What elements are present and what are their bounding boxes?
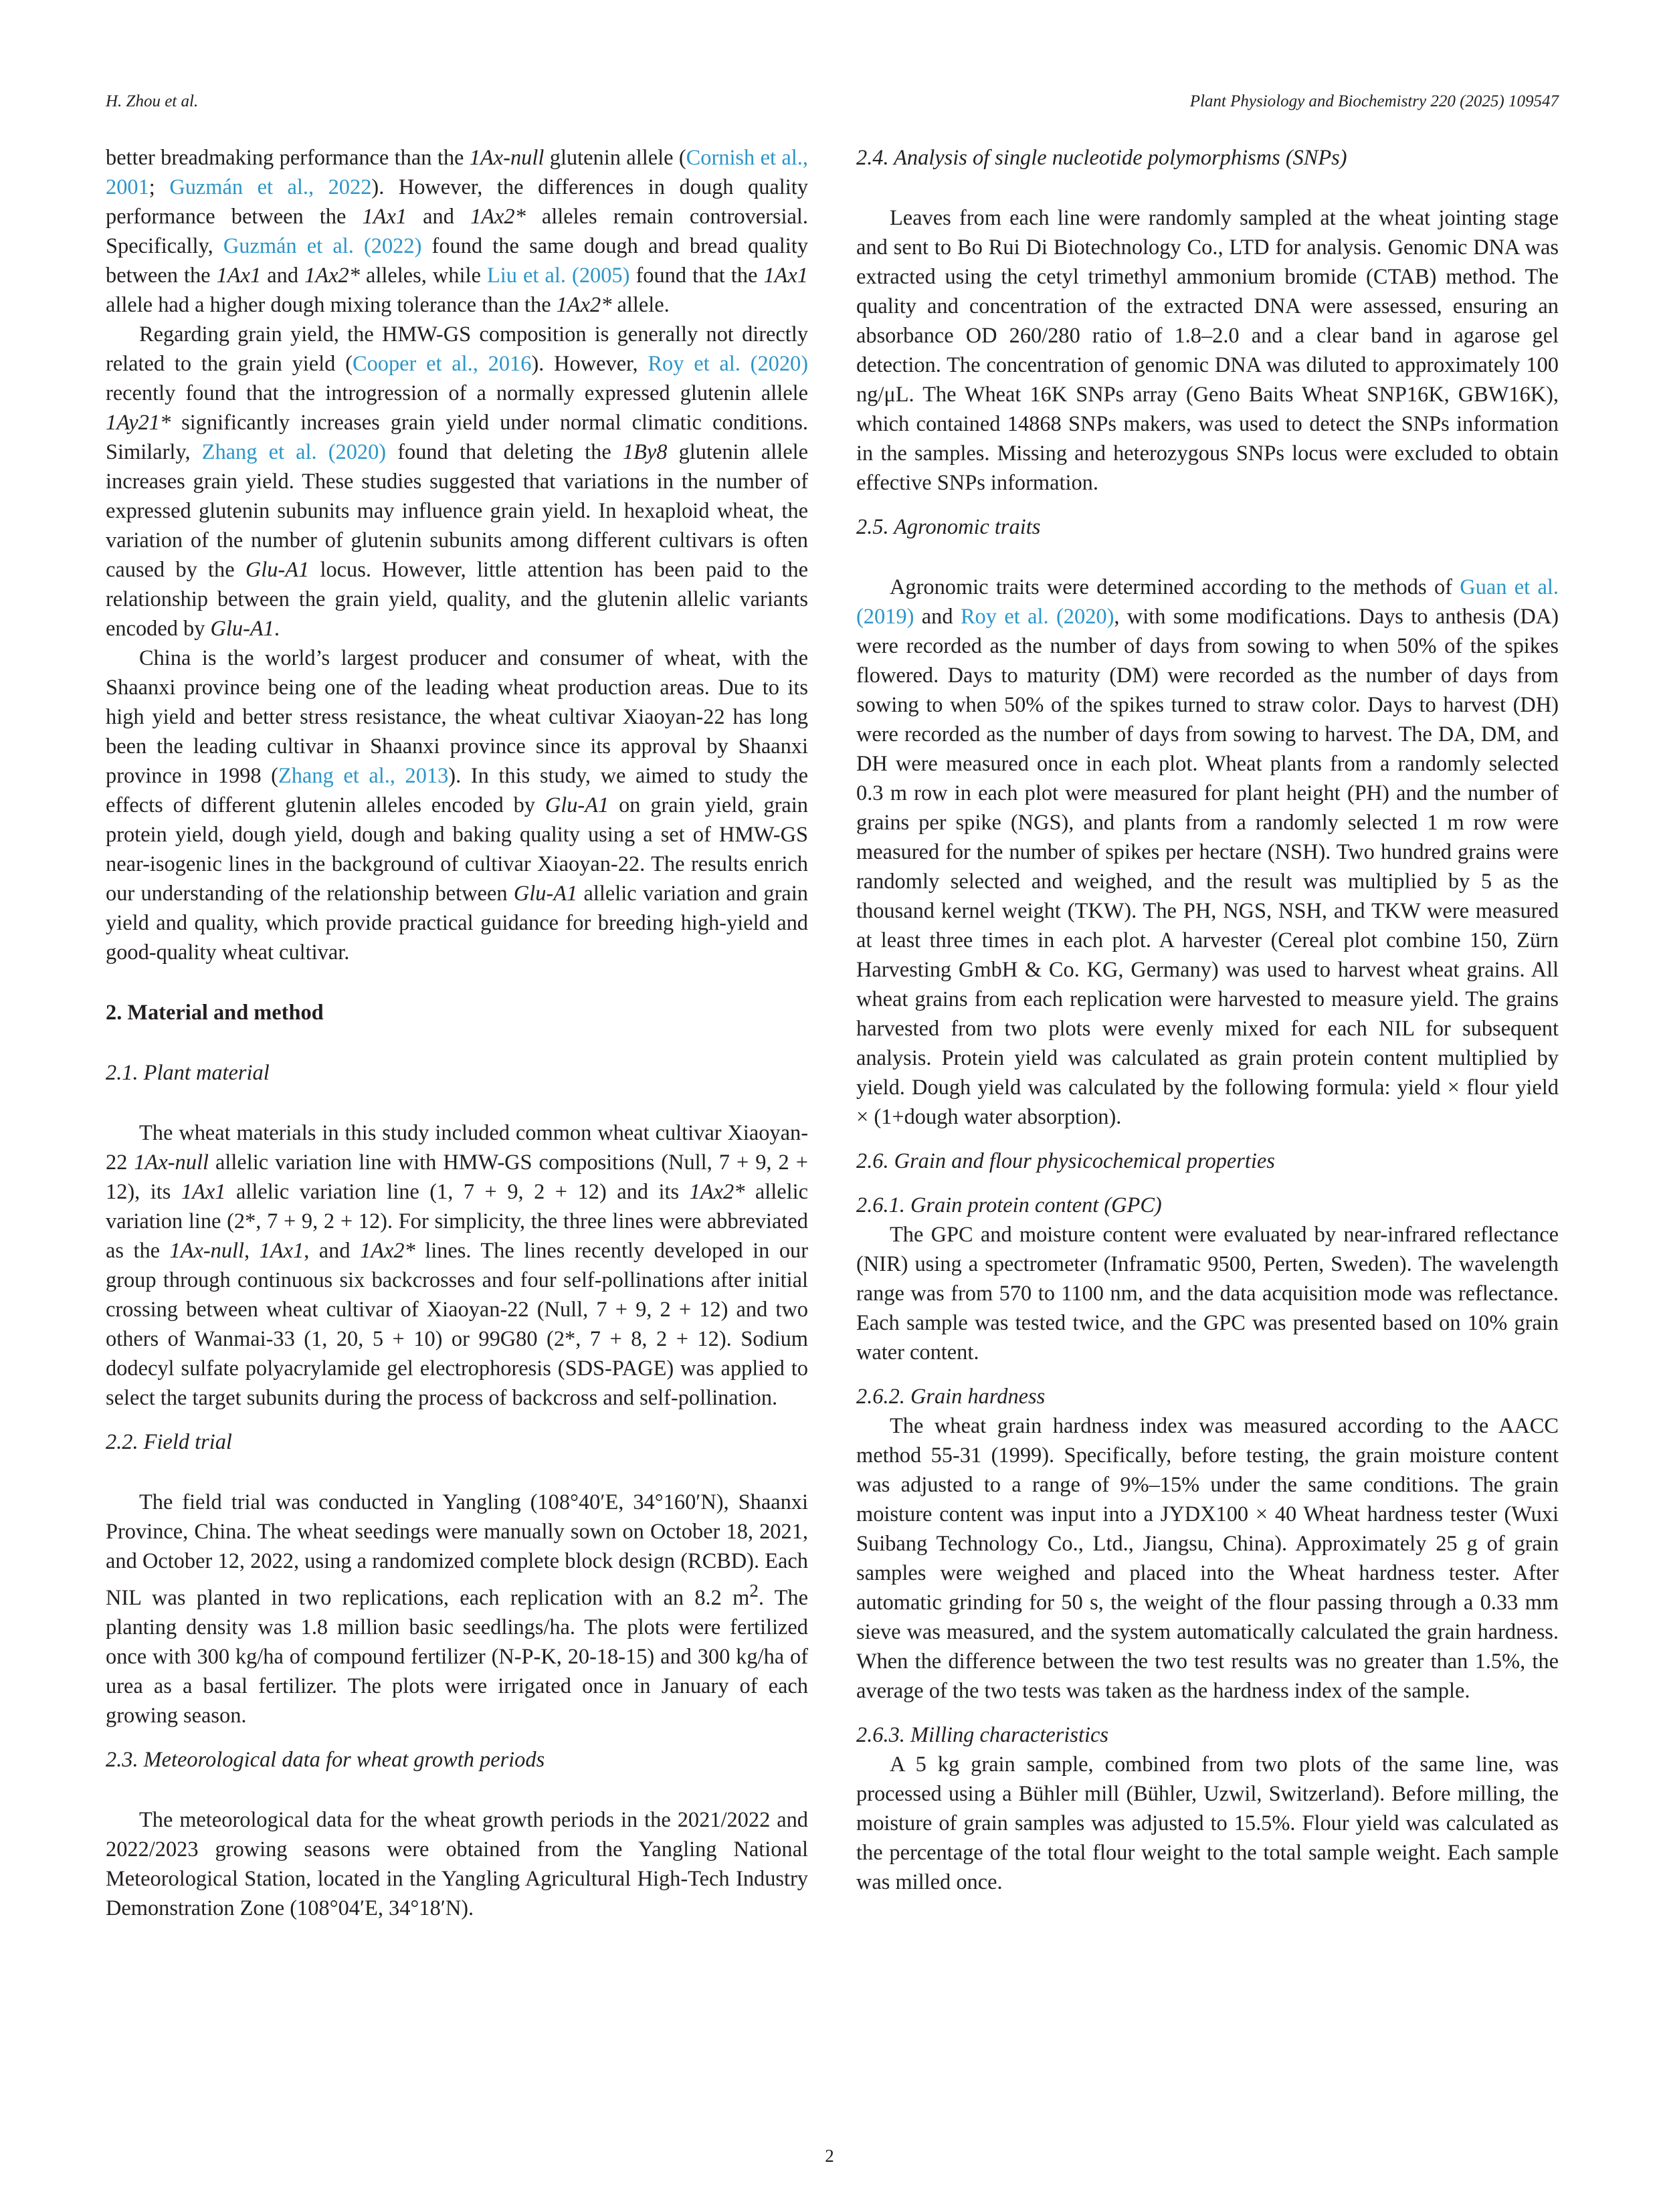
citation-link[interactable]: Cornish et al., 2001 [106,146,808,199]
citation-link[interactable]: Roy et al. (2020) [648,352,809,376]
meteorological-paragraph: The meteorological data for the wheat gr… [106,1807,808,1920]
right-column: 2.4. Analysis of single nucleotide polym… [856,143,1559,1897]
section-heading-2: 2. Material and method [106,1001,324,1025]
citation-link[interactable]: Liu et al. (2005) [486,264,630,288]
field-trial-paragraph: The field trial was conducted in Yanglin… [106,1490,808,1728]
citation-link[interactable]: Guzmán et al. (2022) [223,234,422,258]
intro-paragraph-1: better breadmaking performance than the … [106,146,809,317]
subsection-heading-2-3: 2.3. Meteorological data for wheat growt… [106,1747,545,1772]
citation-link[interactable]: Guzmán et al., 2022 [169,175,372,199]
running-head-journal: Plant Physiology and Biochemistry 220 (2… [1189,92,1559,110]
snp-analysis-paragraph: Leaves from each line were randomly samp… [856,206,1559,495]
plant-material-paragraph: The wheat materials in this study includ… [106,1121,809,1410]
subsection-heading-2-6-3: 2.6.3. Milling characteristics [856,1723,1108,1747]
intro-paragraph-3: China is the world’s largest producer an… [106,646,809,965]
citation-link[interactable]: Cooper et al., 2016 [352,352,532,376]
subsection-heading-2-6-2: 2.6.2. Grain hardness [856,1385,1046,1409]
subsection-heading-2-1: 2.1. Plant material [106,1061,270,1085]
citation-link[interactable]: Guan et al. (2019) [856,575,1559,629]
citation-link[interactable]: Roy et al. (2020) [960,605,1114,629]
grain-protein-paragraph: The GPC and moisture content were evalua… [856,1223,1559,1365]
agronomic-traits-paragraph: Agronomic traits were determined accordi… [856,575,1559,1129]
subsection-heading-2-6-1: 2.6.1. Grain protein content (GPC) [856,1193,1162,1217]
subsection-heading-2-4: 2.4. Analysis of single nucleotide polym… [856,146,1347,170]
subsection-heading-2-6: 2.6. Grain and flour physicochemical pro… [856,1149,1275,1173]
grain-hardness-paragraph: The wheat grain hardness index was measu… [856,1414,1559,1703]
citation-link[interactable]: Zhang et al., 2013 [278,764,449,788]
citation-link[interactable]: Zhang et al. (2020) [201,440,387,464]
milling-paragraph: A 5 kg grain sample, combined from two p… [856,1752,1559,1894]
subsection-heading-2-2: 2.2. Field trial [106,1430,232,1454]
intro-paragraph-2: Regarding grain yield, the HMW-GS compos… [106,322,809,641]
left-column: better breadmaking performance than the … [106,143,808,1923]
page-header: H. Zhou et al. Plant Physiology and Bioc… [106,92,1559,119]
page-number: 2 [825,2146,834,2166]
running-head-authors: H. Zhou et al. [106,92,199,110]
subsection-heading-2-5: 2.5. Agronomic traits [856,515,1041,539]
